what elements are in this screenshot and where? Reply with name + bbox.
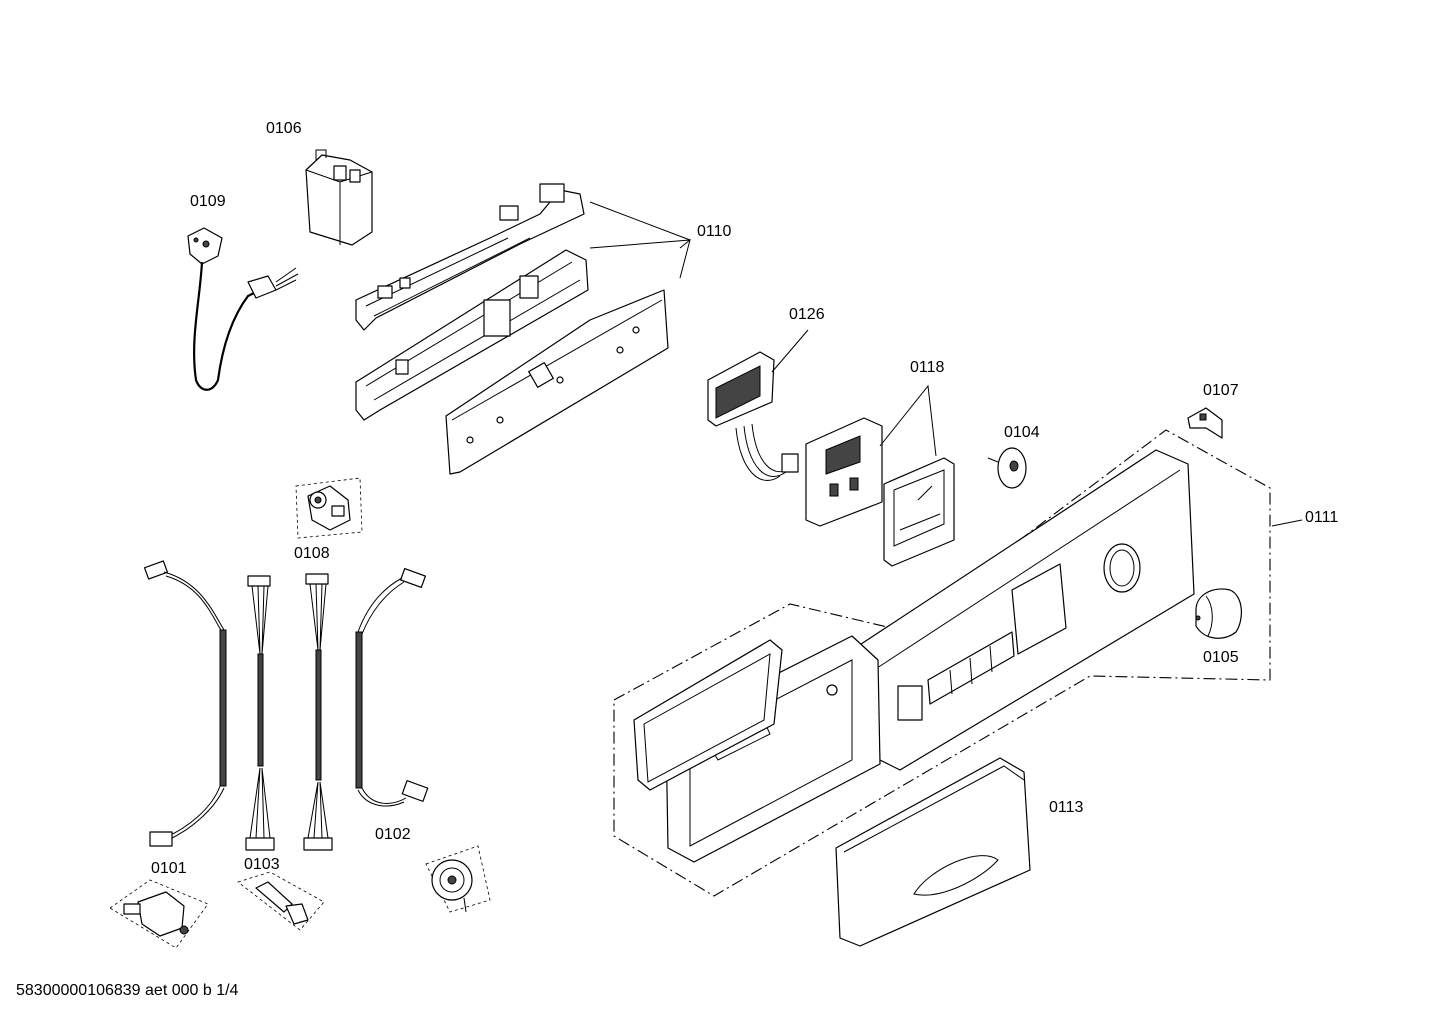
part-0110-drawing[interactable] [355, 183, 669, 475]
part-0105-drawing[interactable] [1195, 588, 1242, 639]
part-label-0126: 0126 [789, 306, 825, 323]
part-0109-drawing[interactable] [187, 227, 299, 391]
part-0108-drawing[interactable] [295, 477, 363, 539]
part-label-0105: 0105 [1203, 649, 1239, 666]
part-label-0104: 0104 [1004, 424, 1040, 441]
part-pressure-switch-drawing[interactable] [425, 845, 491, 913]
part-label-0108: 0108 [294, 545, 330, 562]
part-0118-drawing[interactable] [805, 417, 955, 567]
part-0101-drawing[interactable] [143, 560, 227, 847]
part-label-0101: 0101 [151, 860, 187, 877]
part-label-0118: 0118 [910, 359, 945, 376]
part-0102-drawing[interactable] [355, 567, 429, 807]
part-0111-drawing[interactable] [613, 429, 1271, 897]
part-label-0109: 0109 [190, 193, 226, 210]
part-label-0111: 0111 [1305, 509, 1339, 526]
part-0104-drawing[interactable] [987, 447, 1027, 489]
part-label-0110: 0110 [697, 223, 732, 240]
part-label-0113: 0113 [1049, 799, 1084, 816]
part-label-0107: 0107 [1203, 382, 1239, 399]
part-0126-drawing[interactable] [707, 351, 799, 481]
part-label-0106: 0106 [266, 120, 302, 137]
part-0113-drawing[interactable] [835, 757, 1031, 947]
part-0106-drawing[interactable] [305, 149, 373, 246]
part-label-0102: 0102 [375, 826, 411, 843]
part-0103-drawing[interactable] [245, 573, 333, 851]
part-0101-sub-drawing[interactable] [109, 879, 209, 949]
part-label-0103: 0103 [244, 856, 280, 873]
part-0107-drawing[interactable] [1187, 407, 1223, 439]
document-reference: 58300000106839 aet 000 b 1/4 [16, 982, 239, 999]
part-0103-sub-drawing[interactable] [237, 871, 325, 931]
